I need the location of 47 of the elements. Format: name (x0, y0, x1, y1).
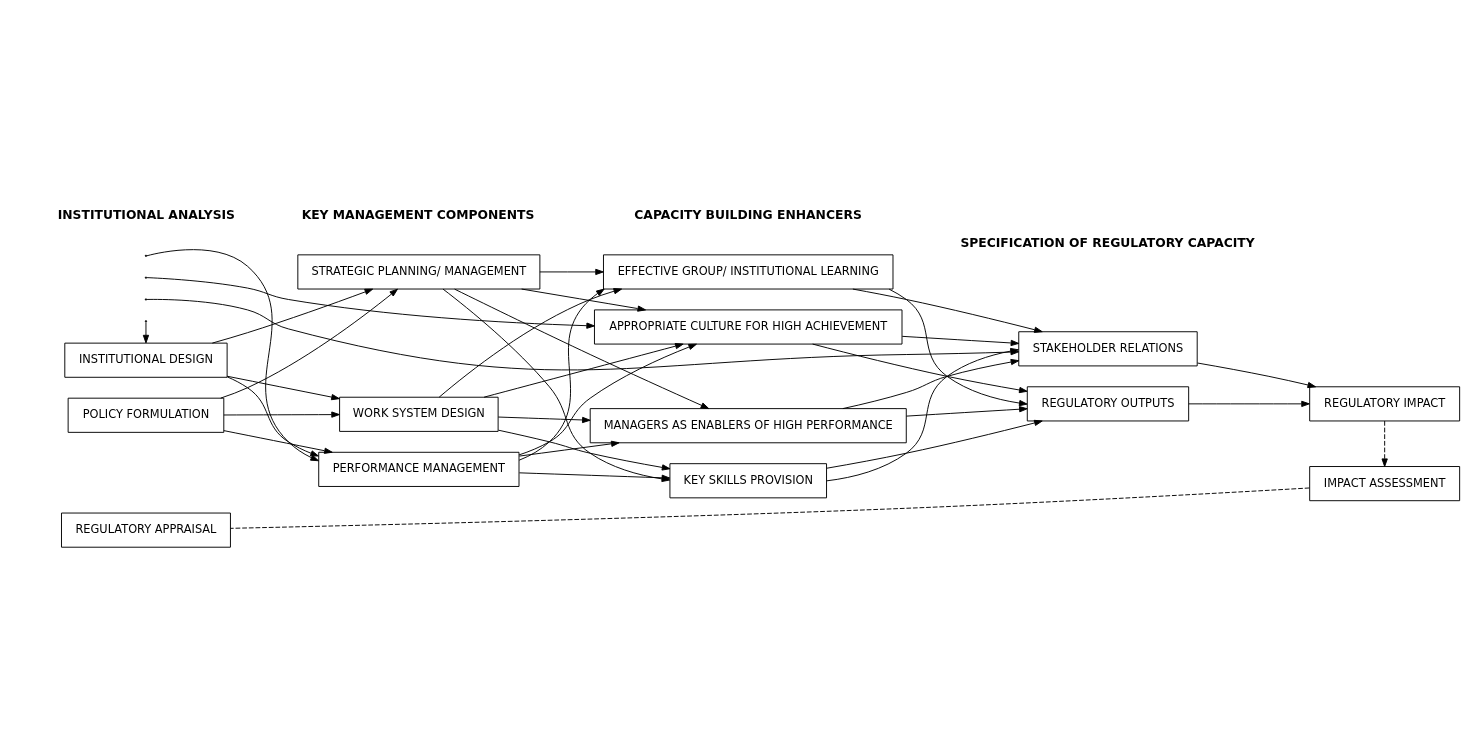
label: CAPACITY BUILDING ENHANCERS (634, 208, 862, 223)
arrow (1381, 420, 1388, 467)
arrow (518, 288, 605, 461)
arrow (223, 430, 333, 454)
node-box: EFFECTIVE GROUP/ INSTITUTIONAL LEARNING (603, 254, 894, 290)
node-box: MANAGERS AS ENABLERS OF HIGH PERFORMANCE (589, 408, 907, 444)
label: KEY MANAGEMENT COMPONENTS (301, 208, 535, 223)
arrow (223, 411, 340, 418)
node-box: WORK SYSTEM DESIGN (339, 396, 499, 432)
node-box: IMPACT ASSESSMENT (1309, 466, 1461, 502)
arrow (1188, 400, 1310, 407)
arrow (497, 429, 671, 471)
node-box: REGULATORY IMPACT (1309, 386, 1461, 422)
arrow (826, 419, 1043, 469)
arrow (1197, 362, 1317, 389)
label: INSTITUTIONAL ANALYSIS (57, 208, 235, 223)
node-box: REGULATORY APPRAISAL (61, 512, 231, 548)
arrow (454, 288, 710, 410)
arrow (905, 406, 1028, 417)
node-box: STAKEHOLDER RELATIONS (1018, 331, 1198, 367)
arrow (438, 288, 623, 398)
node-box: REGULATORY OUTPUTS (1026, 386, 1190, 422)
arrow (497, 416, 591, 424)
arrow (226, 375, 340, 401)
arrow (146, 277, 595, 329)
node-box: POLICY FORMULATION (67, 397, 225, 433)
arrow (142, 321, 150, 344)
arrow (901, 335, 1020, 347)
label: SPECIFICATION OF REGULATORY CAPACITY (960, 235, 1255, 250)
arrow (521, 288, 646, 312)
arrow (220, 288, 398, 399)
arrow (888, 288, 1028, 407)
node-box: PERFORMANCE MANAGEMENT (318, 451, 520, 487)
arrow (518, 440, 620, 457)
arrow (812, 343, 1028, 394)
arrow (211, 288, 374, 344)
arrow (483, 343, 684, 398)
arrow (539, 268, 604, 276)
arrow (842, 358, 1020, 410)
node-box: INSTITUTIONAL DESIGN (64, 342, 228, 378)
node-box: APPROPRIATE CULTURE FOR HIGH ACHIEVEMENT (594, 309, 903, 345)
arrow (146, 249, 319, 462)
node-box: STRATEGIC PLANNING/ MANAGEMENT (297, 254, 541, 290)
node-box: KEY SKILLS PROVISION (669, 463, 827, 499)
connector (230, 487, 1310, 529)
arrow (518, 343, 697, 456)
arrow (226, 376, 319, 462)
